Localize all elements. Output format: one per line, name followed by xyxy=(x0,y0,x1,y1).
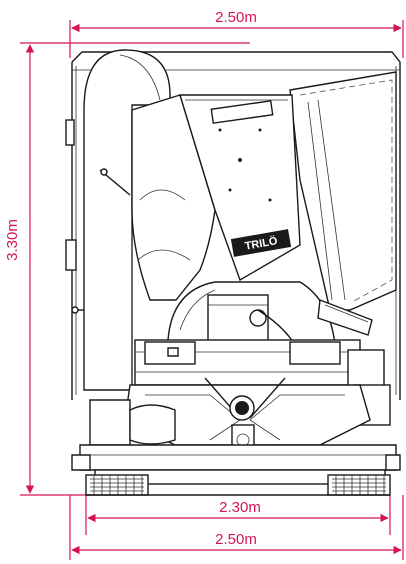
top-width-label: 2.50m xyxy=(215,9,257,26)
track-width-label: 2.30m xyxy=(219,499,261,516)
dimension-height: 3.30m xyxy=(4,42,250,496)
brand-plate: TRILÖ xyxy=(244,234,279,253)
height-label: 3.30m xyxy=(4,219,21,261)
dimension-overall-width: 2.50m xyxy=(69,495,404,560)
left-track xyxy=(85,474,149,496)
overall-width-label: 2.50m xyxy=(215,531,257,548)
dimension-track-width: 2.30m xyxy=(85,495,391,535)
right-track xyxy=(327,474,391,496)
dimension-top-width: 2.50m xyxy=(69,9,404,58)
machine-body: TRILÖ xyxy=(65,49,401,496)
